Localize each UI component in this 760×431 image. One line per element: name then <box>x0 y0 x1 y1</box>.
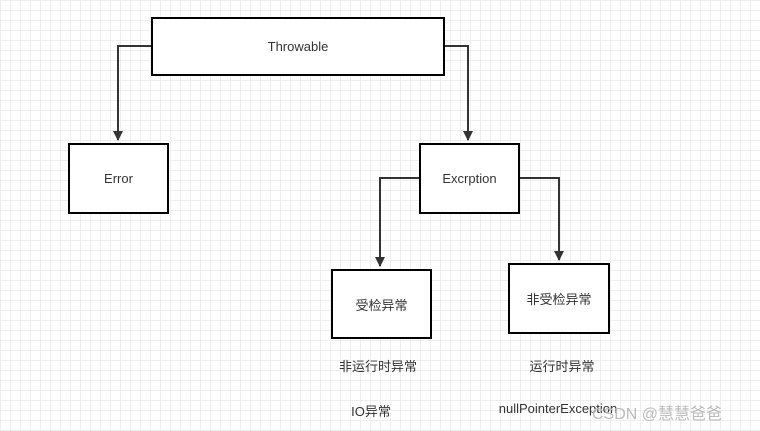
node-exception-label: Excrption <box>442 171 497 186</box>
node-checked-exception-label: 受检异常 <box>355 297 408 313</box>
node-error-label: Error <box>104 171 133 186</box>
node-unchecked-exception: 非受检异常 <box>508 263 610 334</box>
checked-example-label: IO异常 <box>351 404 391 419</box>
node-exception: Excrption <box>419 143 520 214</box>
edge-throwable-error <box>113 45 151 141</box>
unchecked-example-label: nullPointerException <box>498 401 618 416</box>
node-unchecked-exception-label: 非受检异常 <box>526 292 592 307</box>
node-checked-exception: 受检异常 <box>331 269 432 339</box>
node-throwable-label: Throwable <box>267 39 329 54</box>
node-error: Error <box>68 143 169 214</box>
edge-exception-unchecked <box>519 177 564 261</box>
checked-note-label: 非运行时异常 <box>338 359 418 374</box>
watermark: CSDN @慧慧爸爸 <box>592 406 723 423</box>
node-throwable: Throwable <box>151 17 445 76</box>
unchecked-note-label: 运行时异常 <box>529 359 595 374</box>
edge-throwable-exception <box>445 45 473 141</box>
edge-exception-checked <box>375 177 420 267</box>
